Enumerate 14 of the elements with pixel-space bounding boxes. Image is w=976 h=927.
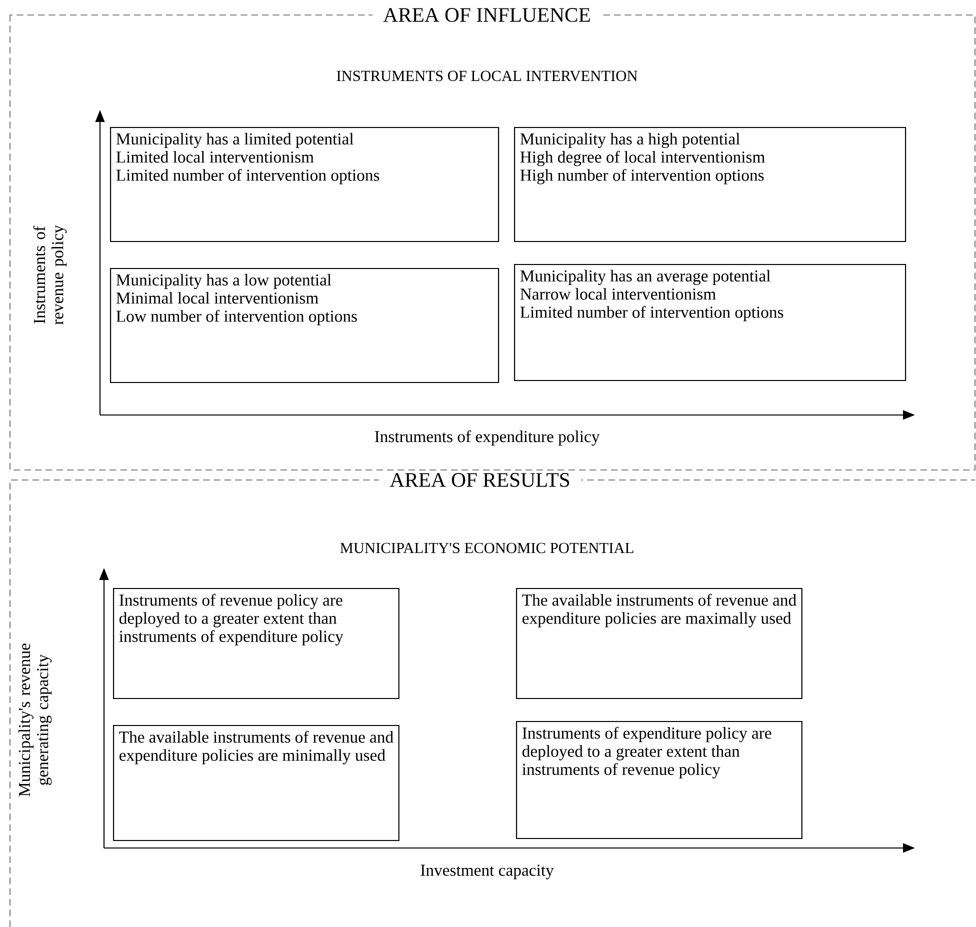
text-box: Municipality has a high potential High degree of local interventionism High number of intervention options — [514, 126, 906, 242]
axis-label: Instruments of expenditure policy — [374, 430, 600, 446]
text-box: Municipality has a low potential Minimal local interventionism Low number of intervention options — [110, 268, 500, 384]
text-box: The available instruments of revenue and expenditure policies are maximally used — [516, 588, 802, 700]
text-box: Instruments of revenue policy are deployed to a greater extent than instruments of expenditure policy — [113, 588, 400, 700]
text-box: Instruments of expenditure policy are deployed to a greater extent than instruments of revenue policy — [516, 720, 802, 840]
axis-label: Municipality's revenue generating capacity — [18, 644, 52, 796]
axis-label: Investment capacity — [420, 864, 554, 880]
text-box: Municipality has a limited potential Limited local interventionism Limited number of intervention options — [110, 126, 500, 242]
text-box: Municipality has an average potential Narrow local interventionism Limited number of intervention options — [514, 264, 906, 382]
text-box: The available instruments of revenue and expenditure policies are minimally used — [113, 724, 400, 842]
axis-label: Instruments of revenue policy — [33, 225, 67, 325]
node-label: MUNICIPALITY'S ECONOMIC POTENTIAL — [340, 542, 634, 554]
node-label: AREA OF RESULTS — [390, 473, 570, 487]
